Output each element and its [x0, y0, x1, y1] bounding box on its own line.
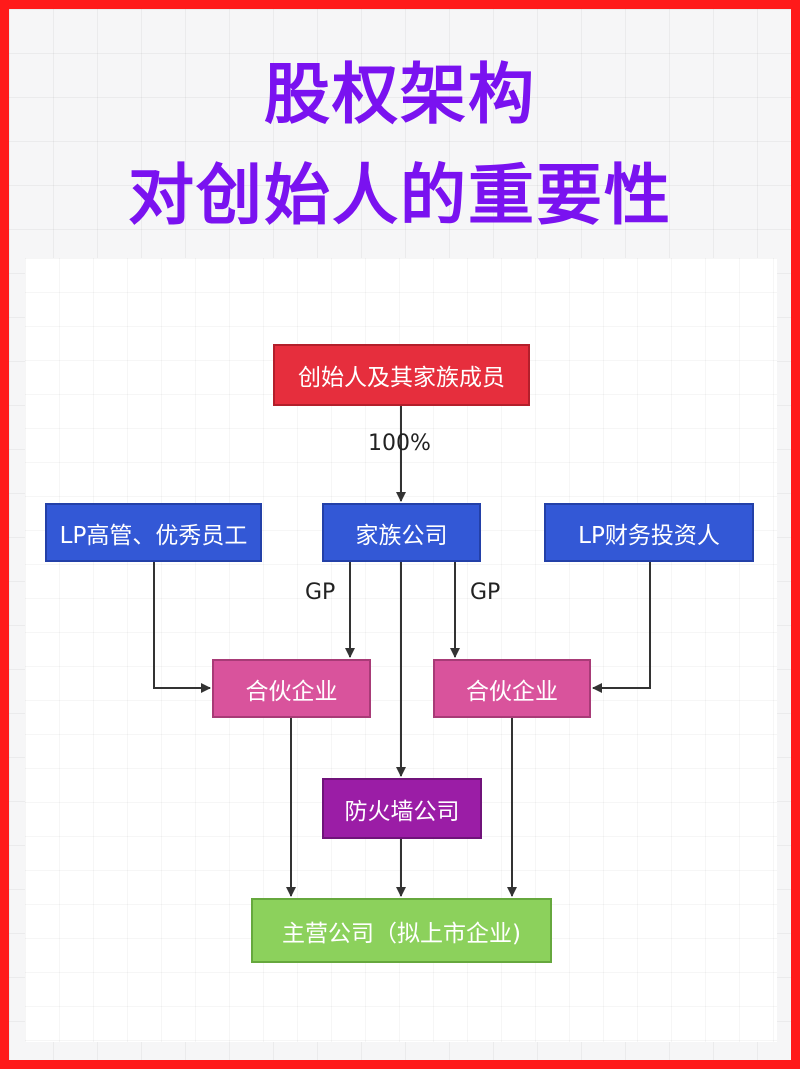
- node-family-company: 家族公司: [322, 503, 481, 562]
- arrow-lp-left-to-partnership: [153, 562, 211, 693]
- node-lp-executives-employees: LP高管、优秀员工: [45, 503, 262, 562]
- edge-label-gp-left: GP: [305, 580, 336, 605]
- node-main-company: 主营公司（拟上市企业): [251, 898, 552, 963]
- title-line-1: 股权架构: [264, 56, 536, 133]
- edge-label-gp-right: GP: [470, 580, 501, 605]
- node-firewall-company: 防火墙公司: [322, 778, 482, 839]
- node-founder-family: 创始人及其家族成员: [273, 344, 530, 406]
- node-partnership-right: 合伙企业: [433, 659, 591, 718]
- node-lp-financial-investors: LP财务投资人: [544, 503, 754, 562]
- title-line-2: 对创始人的重要性: [128, 157, 672, 234]
- arrow-lp-right-to-partnership: [592, 562, 651, 693]
- edge-label-100-percent: 100%: [368, 431, 431, 456]
- node-partnership-left: 合伙企业: [212, 659, 371, 718]
